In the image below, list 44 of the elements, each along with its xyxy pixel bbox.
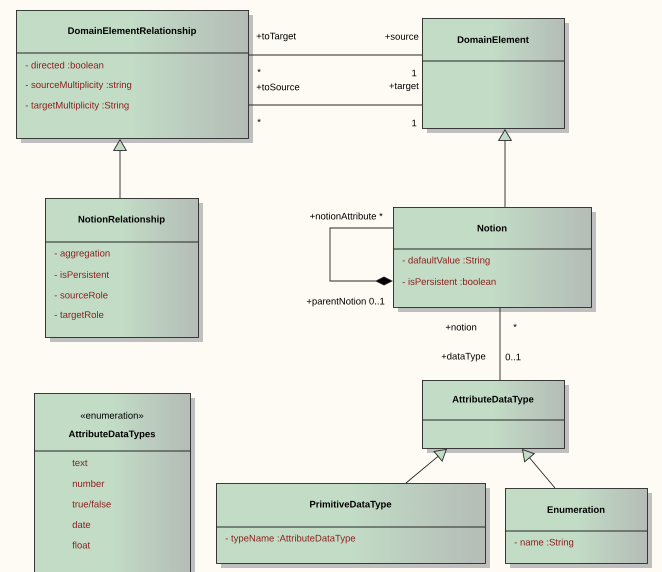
class-box xyxy=(44,198,203,342)
role-label: 1 xyxy=(412,70,416,76)
class-box xyxy=(216,483,490,568)
class-name: NotionRelationship xyxy=(78,216,165,224)
class-name: DomainElement xyxy=(458,36,529,43)
attribute-text: - name :String xyxy=(514,538,574,548)
role-label: 0..1 xyxy=(506,354,521,360)
class-name: Notion xyxy=(478,224,506,232)
class-box xyxy=(422,380,569,453)
association-line xyxy=(248,104,422,106)
class-box xyxy=(504,488,652,568)
role-label: +notionAttribute * xyxy=(310,212,383,220)
role-label: * xyxy=(513,324,517,328)
attribute-text: - targetMultiplicity :String xyxy=(26,102,129,110)
role-label: +parentNotion 0..1 xyxy=(306,298,384,306)
class-box xyxy=(422,18,569,133)
attribute-text: - aggregation xyxy=(54,250,110,258)
role-label: +dataType xyxy=(442,352,486,362)
aggregation-line xyxy=(330,228,394,286)
attribute-text: - sourceRole xyxy=(54,292,108,298)
attribute-text: - dafaultValue :String xyxy=(402,256,490,266)
attribute-text: date xyxy=(72,521,90,528)
attribute-text: - isPersistent xyxy=(54,271,110,278)
attribute-text: number xyxy=(72,480,104,487)
attribute-text: - isPersistent :boolean xyxy=(402,278,496,285)
attribute-text: - typeName :AttributeDataType xyxy=(226,534,356,544)
association-line xyxy=(248,54,422,56)
role-label: 1 xyxy=(412,120,416,126)
attribute-text: - directed :boolean xyxy=(26,62,104,68)
attribute-text: true/false xyxy=(72,500,111,508)
class-box xyxy=(16,10,253,143)
class-box xyxy=(34,393,195,572)
stereotype-label: «enumeration» xyxy=(80,412,144,419)
attribute-text: - targetRole xyxy=(54,311,104,320)
class-name: Enumeration xyxy=(548,506,604,513)
class-box xyxy=(392,207,596,312)
class-name: AttributeDataTypes xyxy=(68,430,156,440)
attribute-text: - sourceMultiplicity :string xyxy=(26,81,132,90)
role-label: +notion xyxy=(446,324,476,330)
class-name: DomainElementRelationship xyxy=(68,27,196,36)
attribute-text: text xyxy=(72,460,88,466)
class-name: PrimitiveDataType xyxy=(310,500,392,510)
attribute-text: float xyxy=(72,542,90,548)
class-name: AttributeDataType xyxy=(452,396,534,404)
